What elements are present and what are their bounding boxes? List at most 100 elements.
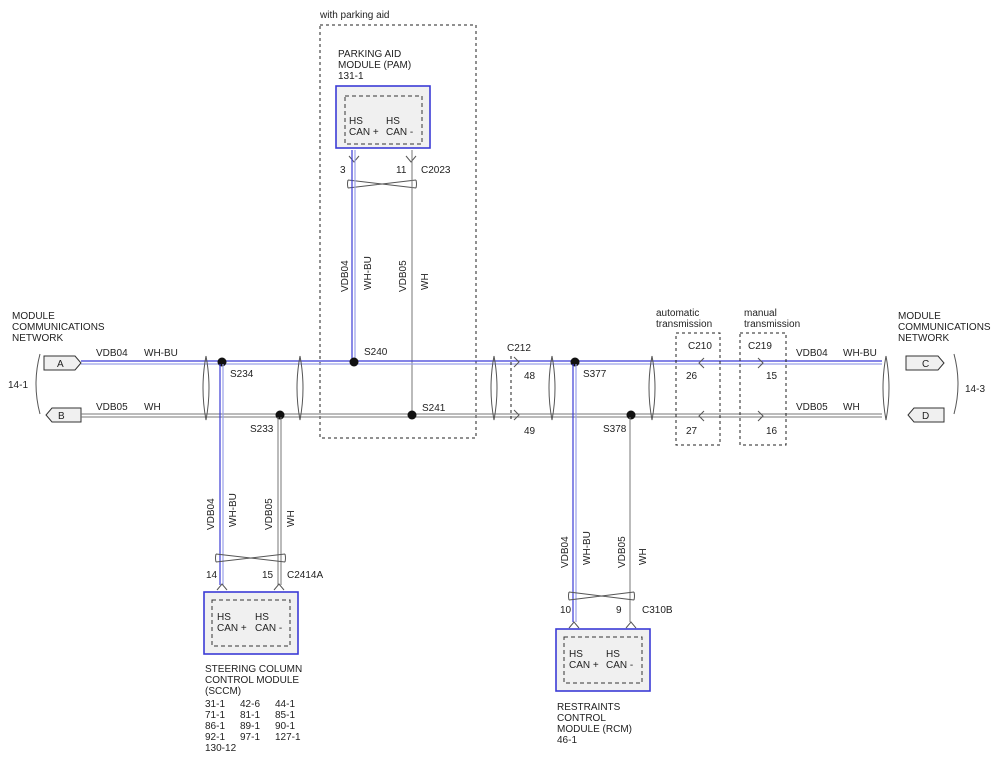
connector-c2414a: C2414A [287,570,323,581]
bus-left-whbu: WH-BU [144,348,178,359]
c210-pin26-terminal [698,357,705,369]
rcm-pin1-can: CAN + [569,660,599,671]
pam-name-line2: MODULE (PAM) [338,60,411,71]
sccm-ref-r3c3: 90-1 [275,721,295,732]
twist-mark-1 [202,355,210,421]
sccm-pin14-terminal [216,583,228,591]
pam-vdb04-label: VDB04 [340,260,351,292]
sccm-twisted-pair-mark [215,553,286,563]
splice-s233[interactable] [275,410,285,420]
sccm-wh-label: WH [286,510,297,527]
bus-right-vdb05: VDB05 [796,402,828,413]
connector-c310b: C310B [642,605,673,616]
rcm-module[interactable] [555,628,651,692]
sccm-pin2-can: CAN - [255,623,282,634]
pam-pin-3: 3 [340,165,346,176]
rcm-pin2-can: CAN - [606,660,633,671]
connector-c219: C219 [748,341,772,352]
pam-whbu-label: WH-BU [363,256,374,290]
parking-aid-option-box [319,24,477,439]
right-bracket [953,353,959,415]
pam-pin1-hs: HS [349,116,363,127]
connector-a[interactable] [43,355,82,371]
splice-s377-label: S377 [583,369,607,380]
splice-s234[interactable] [217,357,227,367]
sccm-ref-r5c1: 130-12 [205,743,237,754]
pam-twisted-pair-mark [347,179,417,189]
rcm-vdb05-label: VDB05 [617,536,628,568]
rcm-twisted-pair-mark [568,591,635,601]
sccm-connector-outline [211,599,291,647]
pam-wh-label: WH [420,273,431,290]
c212-pin48-terminal [513,356,520,368]
rcm-name-line4: 46-1 [557,735,577,746]
sccm-ref-r3c2: 89-1 [240,721,260,732]
rcm-wh-label: WH [638,548,649,565]
rcm-name-line2: CONTROL [557,713,606,724]
splice-s240[interactable] [349,357,359,367]
splice-s241-label: S241 [422,403,446,414]
c219-pin-16: 16 [766,426,778,437]
connector-d[interactable] [907,407,945,423]
twist-mark-3 [490,355,498,421]
sccm-ref-r1c2: 42-6 [240,699,260,710]
man-trans-line2: transmission [744,319,800,330]
rcm-pin2-hs: HS [606,649,620,660]
parking-aid-caption: with parking aid [319,10,389,21]
sccm-name-line2: CONTROL MODULE [205,675,299,686]
sccm-ref-r1c1: 31-1 [205,699,225,710]
splice-s241[interactable] [407,410,417,420]
mcn-left-line3: NETWORK [12,333,63,344]
connector-a-label: A [57,359,64,370]
connector-b[interactable] [45,407,82,423]
splice-s377[interactable] [570,357,580,367]
sccm-ref-r2c1: 71-1 [205,710,225,721]
connector-c[interactable] [905,355,945,371]
rcm-name-line1: RESTRAINTS [557,702,621,713]
pam-pin11-terminal [405,155,417,163]
bus-left-vdb05: VDB05 [96,402,128,413]
bus-right-vdb04: VDB04 [796,348,828,359]
mcn-left-line1: MODULE [12,311,55,322]
c219-pin15-terminal [757,357,764,369]
sccm-module[interactable] [203,591,299,655]
sccm-pin1-hs: HS [217,612,231,623]
bus-right-whbu: WH-BU [843,348,877,359]
splice-s378[interactable] [626,410,636,420]
rcm-connector-outline [563,636,643,684]
rcm-pin-10: 10 [560,605,572,616]
sccm-ref-r2c2: 81-1 [240,710,260,721]
rcm-name-line3: MODULE (RCM) [557,724,632,735]
rcm-whbu-label: WH-BU [582,531,593,565]
bus-right-wh: WH [843,402,860,413]
sccm-ref-r4c2: 97-1 [240,732,260,743]
splice-s233-label: S233 [250,424,274,435]
c210-pin27-terminal [698,410,705,422]
mcn-right-line2: COMMUNICATIONS [898,322,991,333]
sccm-ref-r4c1: 92-1 [205,732,225,743]
pam-connector-outline [344,95,423,145]
mcn-left-line2: COMMUNICATIONS [12,322,105,333]
bus-left-vdb04: VDB04 [96,348,128,359]
rcm-pin9-terminal [625,621,637,629]
c210-pin-27: 27 [686,426,698,437]
sccm-pin1-can: CAN + [217,623,247,634]
splice-s234-label: S234 [230,369,254,380]
pam-pin2-can: CAN - [386,127,413,138]
connector-b-label: B [58,411,65,422]
sccm-vdb05-label: VDB05 [264,498,275,530]
sccm-vdb04-label: VDB04 [206,498,217,530]
rcm-pin-9: 9 [616,605,622,616]
bus-left-wh: WH [144,402,161,413]
connector-c-label: C [922,359,929,370]
ref-14-1: 14-1 [8,380,28,391]
sccm-ref-r3c1: 86-1 [205,721,225,732]
splice-s240-label: S240 [364,347,388,358]
sccm-whbu-label: WH-BU [228,493,239,527]
c219-pin-15: 15 [766,371,778,382]
sccm-ref-r1c3: 44-1 [275,699,295,710]
mcn-right-line3: NETWORK [898,333,949,344]
pam-name-line3: 131-1 [338,71,364,82]
sccm-name-line1: STEERING COLUMN [205,664,302,675]
